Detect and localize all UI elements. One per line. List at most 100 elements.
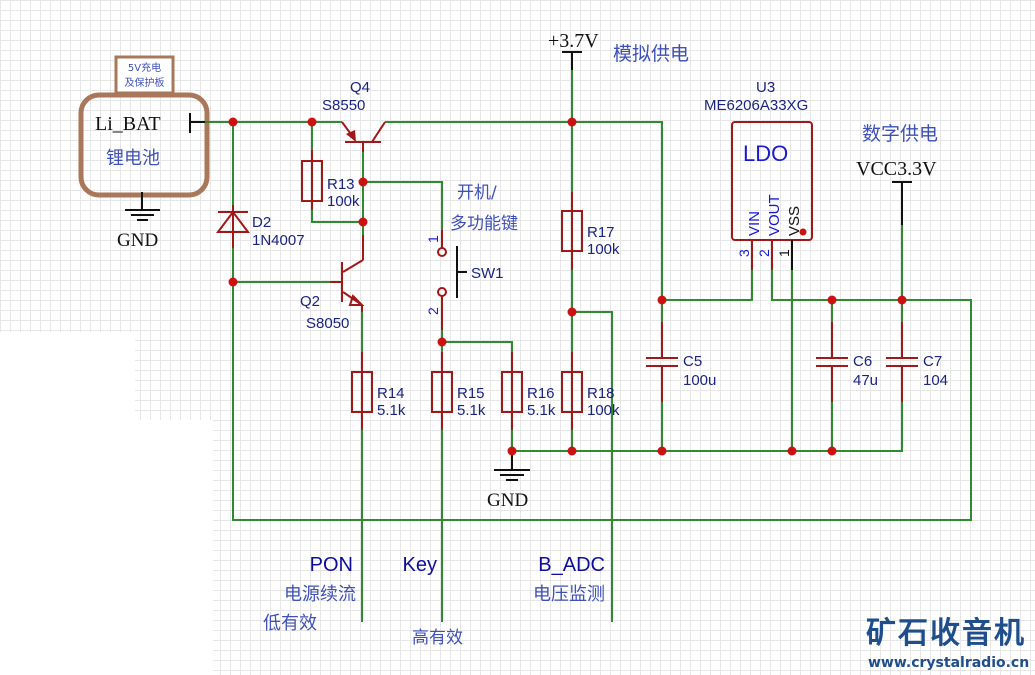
resistor-r18[interactable]: R18 100k bbox=[561, 352, 620, 430]
net-label-pon[interactable]: PON 电源续流 低有效 bbox=[263, 554, 356, 634]
vbat-desc: 模拟供电 bbox=[613, 43, 689, 65]
junction-dot bbox=[657, 446, 667, 456]
sw1-ref: SW1 bbox=[471, 265, 504, 282]
u3-pin-num-3: 3 bbox=[736, 249, 752, 257]
r14-ref: R14 bbox=[377, 385, 405, 402]
junction-dot bbox=[307, 117, 317, 127]
key-desc1: 高有效 bbox=[412, 628, 463, 648]
junction-dot bbox=[897, 295, 907, 305]
blank-area bbox=[0, 420, 213, 675]
blank-area bbox=[0, 332, 135, 432]
badc-desc1: 电压监测 bbox=[533, 584, 605, 605]
junction-dot bbox=[567, 307, 577, 317]
resistor-icon bbox=[301, 160, 323, 202]
r14-value: 5.1k bbox=[377, 402, 406, 419]
r17-value: 100k bbox=[587, 241, 620, 258]
watermark: 矿石收音机 www.crystalradio.cn bbox=[866, 616, 1029, 671]
badc-name: B_ADC bbox=[538, 554, 605, 576]
wire bbox=[662, 268, 753, 301]
r16-value: 5.1k bbox=[527, 402, 556, 419]
sw1-desc-line2: 多功能键 bbox=[450, 214, 518, 234]
u3-pin-name-vin: VIN bbox=[746, 211, 763, 236]
resistor-icon bbox=[561, 210, 583, 252]
transistor-q2[interactable]: Q2 S8050 bbox=[300, 235, 365, 332]
junction-dot bbox=[228, 117, 238, 127]
transistor-arrow-icon bbox=[348, 294, 365, 306]
u3-part: ME6206A33XG bbox=[704, 97, 808, 114]
switch-contact-icon bbox=[437, 287, 447, 297]
wire bbox=[385, 121, 663, 340]
charger-label-line2: 及保护板 bbox=[125, 76, 165, 89]
capacitor-c6[interactable]: C6 47u bbox=[816, 322, 878, 402]
ground-gnd2[interactable]: GND bbox=[487, 451, 530, 511]
wires bbox=[205, 68, 972, 622]
battery-symbol[interactable]: 5V充电 及保护板 Li_BAT 锂电池 GND bbox=[78, 55, 210, 251]
transistor-q4[interactable]: Q4 S8550 bbox=[322, 79, 386, 152]
vbat-label: +3.7V bbox=[548, 30, 599, 52]
gnd-rail bbox=[512, 390, 903, 452]
battery-name: Li_BAT bbox=[95, 113, 161, 135]
resistor-icon bbox=[561, 371, 583, 413]
resistor-icon bbox=[351, 371, 373, 413]
r13-value: 100k bbox=[327, 193, 360, 210]
pin1-marker-icon bbox=[799, 228, 807, 236]
wire bbox=[771, 268, 903, 301]
vcc-label: VCC3.3V bbox=[856, 158, 937, 180]
watermark-title: 矿石收音机 bbox=[866, 616, 1026, 651]
u3-ref: U3 bbox=[756, 79, 775, 96]
switch-sw1[interactable]: 开机/ 多功能键 SW1 1 2 bbox=[425, 183, 518, 330]
q2-ref: Q2 bbox=[300, 293, 320, 310]
junction-dot bbox=[827, 295, 837, 305]
junction-dot bbox=[787, 446, 797, 456]
watermark-url: www.crystalradio.cn bbox=[868, 655, 1029, 671]
key-name: Key bbox=[403, 554, 437, 576]
d2-ref: D2 bbox=[252, 214, 271, 231]
power-vbat[interactable]: +3.7V 模拟供电 bbox=[548, 30, 689, 70]
transistor-arrow-icon bbox=[346, 130, 356, 142]
diode-icon bbox=[216, 210, 250, 233]
sw1-pin1: 1 bbox=[425, 235, 441, 243]
capacitor-c5[interactable]: C5 100u bbox=[646, 322, 716, 402]
battery-cn-name: 锂电池 bbox=[106, 148, 160, 169]
r15-ref: R15 bbox=[457, 385, 485, 402]
sw1-pin2: 2 bbox=[425, 307, 441, 315]
wire bbox=[232, 248, 972, 521]
net-label-key[interactable]: Key 高有效 bbox=[403, 554, 463, 648]
r17-ref: R17 bbox=[587, 224, 615, 241]
u3-pin-num-1: 1 bbox=[776, 249, 792, 257]
wire bbox=[363, 181, 443, 230]
resistor-r15[interactable]: R15 5.1k bbox=[431, 352, 486, 430]
r16-ref: R16 bbox=[527, 385, 555, 402]
c5-ref: C5 bbox=[683, 353, 702, 370]
q2-collector bbox=[342, 259, 364, 273]
r13-ref: R13 bbox=[327, 176, 355, 193]
junctions bbox=[228, 117, 907, 456]
r18-value: 100k bbox=[587, 402, 620, 419]
pon-name: PON bbox=[310, 554, 353, 576]
wire bbox=[311, 205, 363, 223]
resistor-r13[interactable]: R13 100k bbox=[301, 150, 360, 210]
power-vcc[interactable]: 数字供电 VCC3.3V bbox=[856, 123, 938, 225]
junction-dot bbox=[358, 177, 368, 187]
junction-dot bbox=[358, 217, 368, 227]
q2-part: S8050 bbox=[306, 315, 349, 332]
resistor-r14[interactable]: R14 5.1k bbox=[351, 352, 406, 430]
resistor-icon bbox=[431, 371, 453, 413]
c6-ref: C6 bbox=[853, 353, 872, 370]
ldo-u3[interactable]: U3 ME6206A33XG LDO VIN VOUT VSS 3 2 1 bbox=[704, 79, 813, 270]
resistor-r17[interactable]: R17 100k bbox=[561, 192, 620, 270]
net-label-badc[interactable]: B_ADC 电压监测 bbox=[533, 554, 605, 605]
diode-d2[interactable]: D2 1N4007 bbox=[216, 205, 305, 249]
q4-ref: Q4 bbox=[350, 79, 370, 96]
c7-value: 104 bbox=[923, 372, 948, 389]
c6-value: 47u bbox=[853, 372, 878, 389]
gnd2-label: GND bbox=[487, 490, 528, 511]
junction-dot bbox=[567, 117, 577, 127]
u3-pin-num-2: 2 bbox=[756, 249, 772, 257]
capacitor-c7[interactable]: C7 104 bbox=[886, 322, 948, 402]
resistor-r16[interactable]: R16 5.1k bbox=[501, 352, 556, 430]
resistor-icon bbox=[501, 371, 523, 413]
pon-desc1: 电源续流 bbox=[284, 584, 356, 605]
sw1-desc-line1: 开机/ bbox=[457, 183, 497, 203]
